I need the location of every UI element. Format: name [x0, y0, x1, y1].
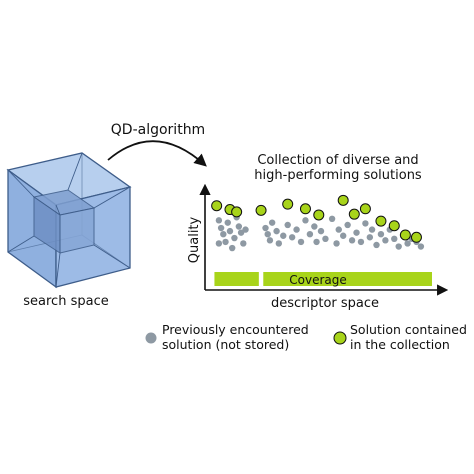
- previous-solution-point: [226, 227, 234, 235]
- previous-solution-point: [262, 224, 269, 232]
- quality-axis-label: Quality: [187, 216, 202, 263]
- collection-solution-point: [410, 231, 422, 243]
- previous-solution-point: [404, 240, 411, 247]
- coverage-layer: [214, 272, 432, 286]
- collection-solution-point: [299, 203, 311, 215]
- previous-solution-point: [215, 217, 223, 224]
- previous-solution-point: [340, 232, 347, 239]
- collection-solution-point: [282, 198, 294, 210]
- cube-link-edge: [93, 186, 131, 209]
- algorithm-arrow: [107, 140, 207, 167]
- previous-solution-point: [302, 217, 309, 224]
- previous-solution-point: [357, 238, 365, 246]
- previous-solution-point: [417, 243, 425, 250]
- previous-solution-point: [391, 235, 398, 243]
- cube-link-edge: [55, 204, 61, 216]
- previous-solution-point: [288, 234, 296, 241]
- coverage-label: Coverage: [289, 273, 347, 287]
- cube-link-edge: [55, 252, 61, 288]
- previous-solution-point: [311, 223, 318, 230]
- previous-solution-point: [217, 224, 225, 232]
- previous-solution-point: [266, 237, 274, 244]
- quality-descriptor-chart: Coverage Quality descriptor space: [187, 183, 449, 311]
- previous-solution-point: [348, 237, 356, 244]
- previous-solution-point: [313, 238, 320, 246]
- coverage-segment: [214, 272, 259, 286]
- legend-previous-line1: Previously encountered: [162, 322, 309, 337]
- previous-solution-point: [231, 234, 238, 242]
- previous-solution-point: [237, 229, 245, 236]
- collection-solution-point: [388, 220, 400, 232]
- legend-previous-line2: solution (not stored): [162, 337, 289, 352]
- previous-solution-point: [275, 240, 283, 247]
- previous-solution-point: [297, 238, 305, 246]
- previous-solution-point: [242, 226, 249, 233]
- previous-solution-point: [235, 223, 243, 230]
- legend-previous-marker: [145, 332, 157, 344]
- previous-solution-point: [240, 240, 247, 247]
- previous-solution-point: [377, 231, 385, 238]
- collection-solution-point: [399, 229, 411, 241]
- previous-solution-point: [344, 221, 351, 229]
- previous-solution-point: [306, 231, 314, 238]
- collection-solution-point: [313, 209, 325, 221]
- collection-solution-point: [337, 194, 349, 206]
- previous-solution-point: [373, 241, 380, 249]
- legend-collection-marker: [333, 331, 347, 345]
- cube-link-edge: [67, 152, 83, 191]
- coverage-segment: [263, 272, 432, 286]
- cube-link-edge: [7, 235, 35, 253]
- previous-solution-point: [215, 240, 223, 247]
- collection-title-line2: high-performing solutions: [254, 168, 422, 183]
- collection-solution-point: [375, 215, 387, 227]
- descriptor-axis-label: descriptor space: [271, 296, 379, 311]
- previous-solution-point: [362, 220, 369, 227]
- cube-link-edge: [7, 169, 35, 198]
- previous-solution-point: [268, 219, 276, 226]
- legend: Previously encountered solution (not sto…: [145, 322, 467, 352]
- previous-solution-point: [395, 243, 402, 250]
- previous-solution-point: [335, 226, 342, 233]
- inner-cube-front: [59, 207, 95, 254]
- previous-solution-point: [382, 237, 389, 244]
- legend-collection-line2: in the collection: [350, 337, 450, 352]
- collection-solution-point: [231, 206, 243, 218]
- algorithm-label: QD-algorithm: [111, 122, 205, 138]
- collection-solution-point: [255, 204, 267, 216]
- points-layer: [211, 194, 425, 252]
- previous-solution-point: [280, 232, 287, 239]
- legend-collection-line1: Solution contained: [350, 322, 467, 337]
- previous-solution-point: [328, 215, 336, 222]
- previous-solution-point: [264, 231, 271, 238]
- previous-solution-point: [224, 219, 231, 226]
- search-space-label: search space: [23, 294, 108, 309]
- previous-solution-point: [322, 235, 329, 243]
- previous-solution-point: [333, 240, 340, 247]
- collection-title-line1: Collection of diverse and: [257, 153, 418, 168]
- previous-solution-point: [273, 227, 280, 235]
- previous-solution-point: [293, 226, 300, 233]
- cube-link-edge: [93, 244, 131, 269]
- previous-solution-point: [317, 227, 325, 235]
- previous-solution-point: [284, 221, 291, 229]
- collection-solution-point: [359, 203, 371, 215]
- previous-solution-point: [366, 234, 374, 241]
- previous-solution-point: [353, 229, 360, 236]
- hypercube-icon: [6, 152, 132, 289]
- previous-solution-point: [368, 226, 376, 233]
- previous-solution-point: [229, 244, 236, 252]
- previous-solution-point: [222, 238, 229, 246]
- collection-solution-point: [211, 200, 223, 212]
- previous-solution-point: [220, 231, 227, 238]
- collection-solution-point: [348, 208, 360, 220]
